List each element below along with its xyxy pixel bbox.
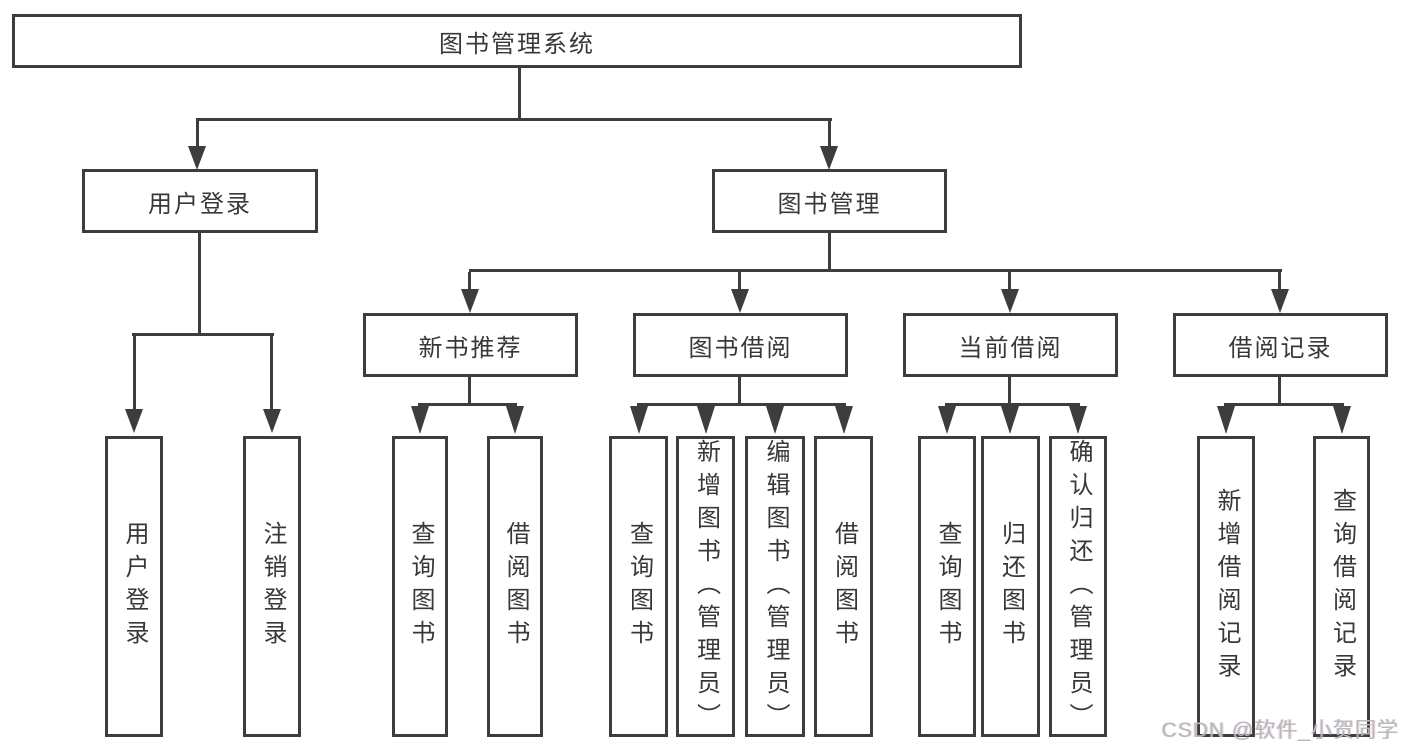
arrowhead-down-icon <box>1333 406 1351 434</box>
arrowhead-down-icon <box>411 406 429 434</box>
leaf-borrow-book-2: 借阅图书 <box>814 436 873 737</box>
leaf-query-book-1: 查询图书 <box>392 436 448 737</box>
node-user-login-label: 用户登录 <box>148 190 252 218</box>
connector-line <box>1008 272 1011 292</box>
leaf-borrow-book-2-label: 借阅图书 <box>830 520 858 653</box>
connector-line <box>468 272 471 292</box>
connector-line <box>828 233 831 272</box>
leaf-logout: 注销登录 <box>243 436 301 737</box>
node-new-book-recommend-label: 新书推荐 <box>418 334 523 362</box>
connector-line <box>132 333 274 336</box>
arrowhead-down-icon <box>1001 289 1019 313</box>
connector-line <box>133 335 136 411</box>
arrowhead-down-icon <box>263 409 281 433</box>
csdn-watermark: CSDN @软件_小贺同学 <box>1161 719 1399 742</box>
connector-line <box>518 68 521 121</box>
connector-line <box>828 120 831 148</box>
leaf-return-book: 归还图书 <box>981 436 1040 737</box>
arrowhead-down-icon <box>731 289 749 313</box>
arrowhead-down-icon <box>125 409 143 433</box>
leaf-query-book-2: 查询图书 <box>609 436 668 737</box>
arrowhead-down-icon <box>630 406 648 434</box>
leaf-return-book-label: 归还图书 <box>997 520 1025 653</box>
leaf-confirm-return-admin-label: 确认归还（管理员） <box>1065 439 1092 736</box>
arrowhead-down-icon <box>506 406 524 434</box>
node-current-borrow-label: 当前借阅 <box>958 334 1063 362</box>
arrowhead-down-icon <box>766 406 784 434</box>
connector-line <box>945 403 1080 406</box>
arrowhead-down-icon <box>188 146 206 170</box>
leaf-query-borrow-record: 查询借阅记录 <box>1313 436 1370 737</box>
leaf-borrow-book-1: 借阅图书 <box>487 436 543 737</box>
connector-line <box>418 403 517 406</box>
leaf-user-login-label: 用户登录 <box>121 520 148 653</box>
arrowhead-down-icon <box>697 406 715 434</box>
node-borrow-record-label: 借阅记录 <box>1228 334 1333 362</box>
connector-line <box>198 233 201 336</box>
leaf-add-borrow-record: 新增借阅记录 <box>1197 436 1255 737</box>
leaf-query-book-3-label: 查询图书 <box>934 520 961 653</box>
connector-line <box>196 118 832 121</box>
arrowhead-down-icon <box>820 146 838 170</box>
node-book-borrow-label: 图书借阅 <box>688 334 793 362</box>
connector-line <box>1278 377 1281 406</box>
connector-line <box>468 377 471 406</box>
connector-line <box>738 377 741 406</box>
arrowhead-down-icon <box>1271 289 1289 313</box>
node-book-management: 图书管理 <box>712 169 947 233</box>
leaf-query-book-3: 查询图书 <box>918 436 976 737</box>
arrowhead-down-icon <box>835 406 853 434</box>
leaf-query-book-2-label: 查询图书 <box>625 520 653 653</box>
connector-line <box>270 335 273 411</box>
leaf-query-book-1-label: 查询图书 <box>407 520 434 653</box>
node-root: 图书管理系统 <box>12 14 1022 68</box>
arrowhead-down-icon <box>1069 406 1087 434</box>
node-root-label: 图书管理系统 <box>439 30 595 58</box>
leaf-add-book-admin: 新增图书（管理员） <box>676 436 735 737</box>
leaf-add-borrow-record-label: 新增借阅记录 <box>1213 487 1240 686</box>
connector-line <box>738 272 741 292</box>
leaf-edit-book-admin: 编辑图书（管理员） <box>745 436 805 737</box>
connector-line <box>1224 403 1344 406</box>
leaf-user-login: 用户登录 <box>105 436 163 737</box>
node-user-login: 用户登录 <box>82 169 318 233</box>
leaf-borrow-book-1-label: 借阅图书 <box>502 520 529 653</box>
node-current-borrow: 当前借阅 <box>903 313 1118 377</box>
node-book-borrow: 图书借阅 <box>633 313 848 377</box>
arrowhead-down-icon <box>1217 406 1235 434</box>
leaf-logout-label: 注销登录 <box>259 520 286 653</box>
leaf-query-borrow-record-label: 查询借阅记录 <box>1328 487 1356 686</box>
connector-line <box>196 120 199 148</box>
node-book-management-label: 图书管理 <box>777 190 882 218</box>
leaf-edit-book-admin-label: 编辑图书（管理员） <box>762 439 789 736</box>
arrowhead-down-icon <box>461 289 479 313</box>
arrowhead-down-icon <box>1001 406 1019 434</box>
connector-line <box>1278 272 1281 292</box>
connector-line <box>469 269 1282 272</box>
connector-line <box>637 403 846 406</box>
leaf-confirm-return-admin: 确认归还（管理员） <box>1049 436 1107 737</box>
node-new-book-recommend: 新书推荐 <box>363 313 578 377</box>
arrowhead-down-icon <box>938 406 956 434</box>
leaf-add-book-admin-label: 新增图书（管理员） <box>692 439 720 736</box>
connector-line <box>1008 377 1011 406</box>
node-borrow-record: 借阅记录 <box>1173 313 1388 377</box>
